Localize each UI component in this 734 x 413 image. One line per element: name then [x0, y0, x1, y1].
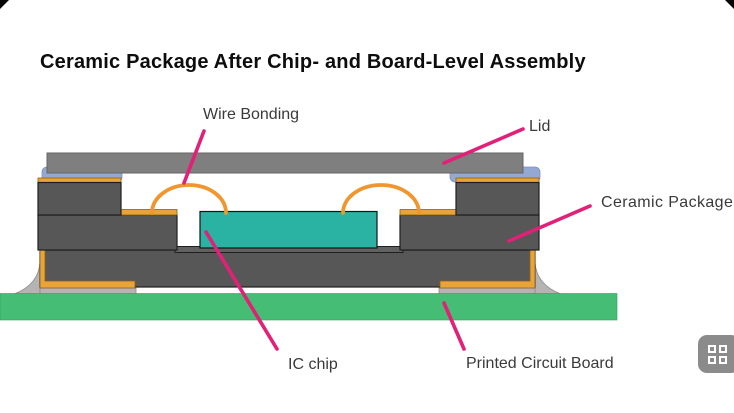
seal-ring-gold-left	[37, 177, 122, 183]
label-printed-circuit-board: Printed Circuit Board	[466, 355, 614, 372]
leader-line-ic-chip	[204, 230, 279, 351]
ceramic-ring-right	[399, 214, 540, 251]
ceramic-pillar-right	[455, 181, 540, 216]
grid-menu-button[interactable]	[698, 335, 734, 373]
label-ic-chip: IC chip	[288, 356, 338, 373]
bond-wire-right	[341, 183, 421, 215]
leader-line-wire-bonding	[182, 129, 206, 185]
grid-menu-icon-square	[708, 355, 716, 364]
solder-strip-right	[438, 287, 536, 295]
label-ceramic-package: Ceramic Package	[601, 194, 734, 211]
screen-corner-artifact-left	[0, 0, 9, 9]
grid-menu-icon	[708, 344, 727, 364]
grid-menu-icon-square	[719, 344, 727, 353]
solder-fillet-right	[534, 261, 562, 295]
page-title: Ceramic Package After Chip- and Board-Le…	[40, 51, 586, 73]
screen-corner-artifact-right	[725, 0, 734, 9]
grid-menu-icon-square	[719, 355, 727, 364]
seal-ring-gold-right	[455, 177, 540, 183]
ceramic-ring-left	[37, 214, 178, 251]
solder-fillet-left	[13, 261, 41, 295]
solder-strip-left	[39, 287, 137, 295]
package-lid	[46, 152, 524, 174]
label-lid: Lid	[529, 118, 551, 135]
label-wire-bonding: Wire Bonding	[203, 106, 300, 123]
leader-line-ceramic-package	[507, 204, 592, 243]
pcb-board	[0, 293, 618, 321]
leader-line-lid	[442, 127, 525, 165]
ic-chip-die	[199, 210, 378, 249]
leader-line-pcb	[442, 301, 466, 351]
ceramic-pillar-left	[37, 181, 122, 216]
grid-menu-icon-square	[708, 344, 716, 353]
bond-wire-left	[150, 183, 228, 215]
